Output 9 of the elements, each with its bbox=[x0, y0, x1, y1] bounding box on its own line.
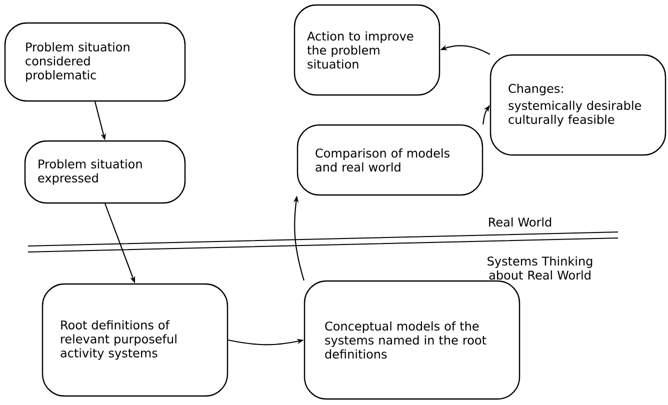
rounded-box: Root definitions of relevant purposeful activity systems bbox=[42, 283, 228, 397]
rounded-box: Comparison of models and real world bbox=[296, 124, 484, 196]
region-label: Real World bbox=[489, 217, 552, 227]
rounded-box: Problem situation expressed bbox=[24, 140, 186, 204]
region-label: Systems Thinking about Real World bbox=[488, 256, 592, 280]
rounded-box: Changes: systemically desirable culturally feasible bbox=[490, 54, 666, 156]
rounded-box: Action to improve the problem situation bbox=[294, 4, 440, 96]
rounded-box: Problem situation considered problematic bbox=[4, 22, 186, 102]
rounded-box: Conceptual models of the systems named in the root definitions bbox=[304, 280, 520, 400]
